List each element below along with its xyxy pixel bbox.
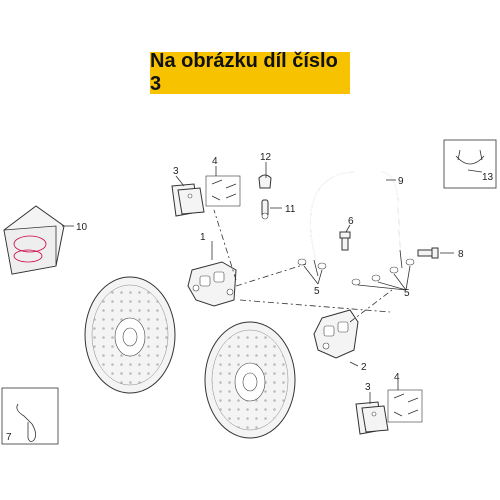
callout-5-left: 5 [314, 286, 320, 297]
callout-numbers: 1 2 3 3 4 4 5 5 6 7 8 9 10 11 12 13 [6, 152, 494, 443]
callout-5-right: 5 [404, 288, 410, 299]
pin-kit-top[interactable] [205, 175, 241, 207]
callout-13: 13 [482, 172, 494, 183]
leader-lines [62, 162, 483, 404]
clip-13[interactable] [443, 139, 497, 189]
callout-9: 9 [398, 176, 404, 187]
callout-7: 7 [6, 432, 12, 443]
callout-11: 11 [285, 204, 296, 215]
washers-5[interactable] [297, 258, 415, 286]
callout-12: 12 [260, 152, 272, 163]
callout-3-top: 3 [173, 166, 179, 177]
cap-12[interactable] [258, 174, 272, 189]
bleeder-11[interactable] [261, 199, 269, 220]
callout-3-bottom: 3 [365, 382, 371, 393]
callout-1: 1 [200, 232, 206, 243]
brake-pads-bottom[interactable] [355, 401, 389, 435]
brake-hose-9[interactable] [309, 171, 403, 277]
banjo-bolt-8[interactable] [417, 247, 439, 259]
pin-kit-bottom[interactable] [387, 389, 423, 423]
brake-pads-top[interactable] [171, 183, 205, 217]
callout-4-bottom: 4 [394, 372, 400, 383]
banjo-bolt-6[interactable] [339, 231, 351, 251]
manual-leaflet-10[interactable] [3, 205, 65, 275]
brake-caliper-2[interactable] [313, 309, 359, 359]
callout-4-top: 4 [212, 156, 218, 167]
brake-disc-right[interactable] [204, 321, 296, 439]
callout-8: 8 [458, 249, 464, 260]
callout-2: 2 [361, 362, 367, 373]
brake-caliper-1[interactable] [187, 261, 237, 307]
callout-6: 6 [348, 216, 354, 227]
clip-7[interactable] [1, 387, 59, 445]
brake-disc-left[interactable] [84, 276, 176, 394]
assembly-lines [213, 209, 393, 323]
banner-text: Na obrázku díl číslo 3 [150, 50, 338, 95]
title-banner: Na obrázku díl číslo 3 [150, 50, 350, 95]
callout-10: 10 [76, 222, 88, 233]
